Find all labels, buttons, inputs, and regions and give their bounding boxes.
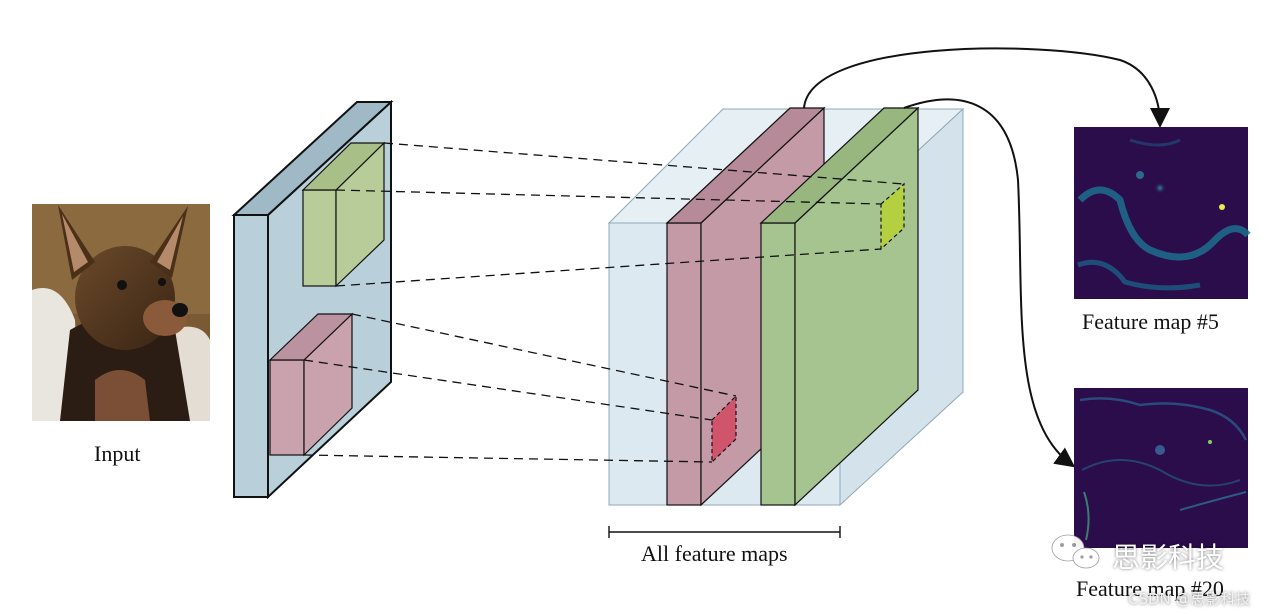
pink-filter-box (268, 312, 354, 457)
input-label: Input (94, 441, 141, 466)
all-feature-maps-label: All feature maps (641, 541, 788, 566)
arrow-to-feature-map-5 (803, 47, 1170, 128)
pink-activation-patch (711, 394, 737, 464)
arrow-to-feature-map-20 (903, 98, 1076, 468)
feature-map-20-image (1074, 388, 1248, 548)
feature-map-20-label: Feature map #20 (1076, 576, 1224, 601)
watermark-brand: 思影科技 (1112, 541, 1225, 574)
projection-lines (303, 142, 905, 463)
input-image (32, 204, 210, 421)
wechat-icon (1051, 534, 1100, 569)
feature-map-5-image (1074, 127, 1251, 299)
green-filter-box (301, 141, 386, 288)
feature-maps-bracket (608, 526, 841, 538)
feature-map-5-label: Feature map #5 (1082, 309, 1219, 334)
green-activation-patch (880, 182, 905, 251)
watermark-source: CSDN @思影科技 (1128, 590, 1251, 608)
